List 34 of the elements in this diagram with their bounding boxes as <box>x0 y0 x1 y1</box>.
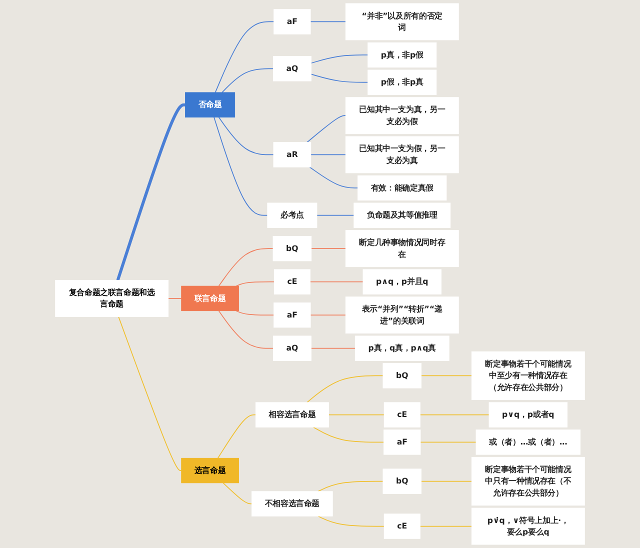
connector <box>310 74 368 83</box>
connector <box>310 248 346 249</box>
connector <box>310 348 356 349</box>
connector <box>236 281 275 286</box>
connector <box>316 214 354 216</box>
connector <box>420 442 476 443</box>
connector <box>420 480 472 482</box>
connector <box>116 103 186 281</box>
connector <box>236 310 274 316</box>
connector <box>306 375 384 403</box>
connector <box>310 281 364 282</box>
connector <box>420 526 472 527</box>
connector <box>328 414 385 416</box>
connector <box>214 116 268 216</box>
connector <box>222 68 274 93</box>
connector <box>218 310 274 349</box>
connector <box>214 21 274 93</box>
connector <box>168 298 182 299</box>
connector <box>318 480 384 492</box>
connector <box>218 116 274 156</box>
connector <box>222 482 252 504</box>
connector <box>309 166 358 188</box>
connector <box>318 516 385 527</box>
connector <box>420 375 472 376</box>
connector <box>310 54 368 64</box>
connector <box>217 414 256 459</box>
connector <box>310 154 346 156</box>
connector <box>306 115 346 143</box>
connector <box>310 314 346 316</box>
connector <box>310 21 346 22</box>
connector <box>420 414 490 416</box>
connector <box>118 316 182 471</box>
connector <box>218 248 274 286</box>
connector <box>312 426 384 443</box>
